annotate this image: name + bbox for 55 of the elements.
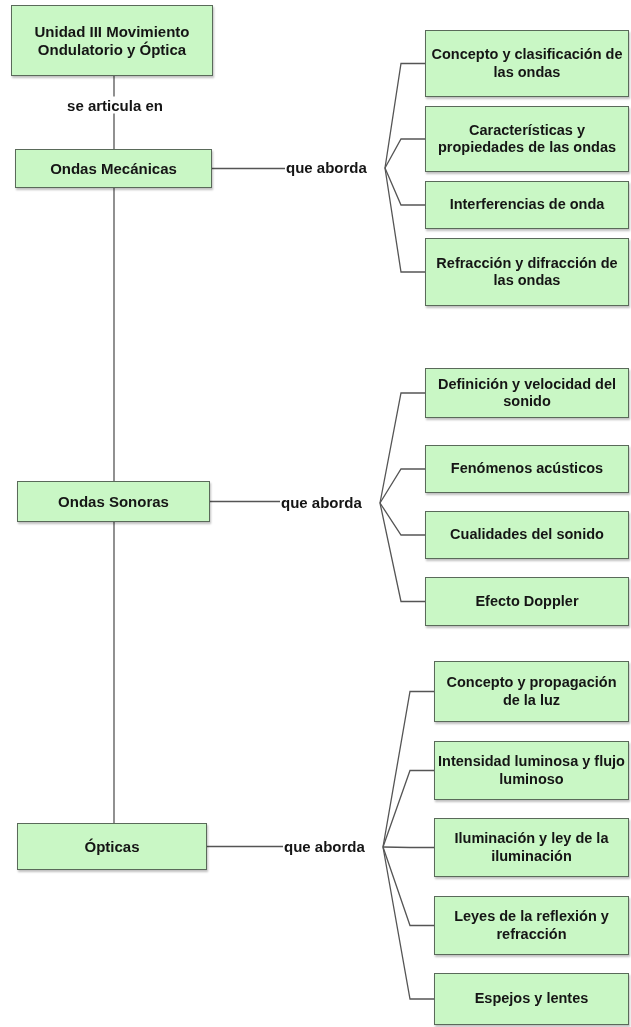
topic-box: [434, 973, 629, 1025]
topic-box: [425, 30, 629, 97]
topic-box: [425, 445, 629, 493]
box-label: Características y propiedades de las ondas: [436, 121, 618, 157]
box-label: Ópticas: [84, 837, 140, 856]
box-label: Concepto y clasificación de las ondas: [430, 46, 624, 81]
connector-line: [384, 167, 426, 273]
topic-box: [15, 149, 212, 188]
topic-box: [425, 181, 629, 229]
box-label: Leyes de la reflexión y refracción: [453, 908, 610, 943]
connector-line: [209, 500, 281, 503]
box-label: Efecto Doppler: [475, 592, 579, 611]
box-label: Definición y velocidad del sonido: [436, 375, 618, 411]
box-label: Fenómenos acústicos: [450, 460, 604, 478]
box-label: Cualidades del sonido: [450, 526, 604, 544]
topic-box: [425, 511, 629, 559]
connector-line: [384, 62, 426, 169]
connector-line: [379, 502, 426, 603]
connector-line: [382, 846, 435, 927]
connector-line: [379, 468, 426, 504]
linking-phrase: que aborda: [284, 838, 382, 856]
box-label: Interferencias de onda: [449, 196, 605, 214]
box-label: Ondas Sonoras: [58, 492, 169, 511]
topic-box: [425, 368, 629, 418]
topic-box: [17, 481, 210, 522]
connector-line: [113, 187, 115, 482]
topic-box: [434, 661, 629, 722]
box-label: Unidad III Movimiento Ondulatorio y Óptica: [33, 22, 191, 59]
linking-phrase: que aborda: [281, 494, 379, 512]
topic-box: [425, 106, 629, 172]
connector-line: [211, 167, 286, 170]
connector-line: [113, 521, 115, 824]
linking-phrase: que aborda: [286, 159, 384, 177]
box-label: Intensidad luminosa y flujo luminoso: [438, 753, 625, 788]
box-label: Refracción y difracción de las ondas: [435, 254, 619, 290]
edge-label: se articula en: [65, 96, 165, 113]
topic-box: [434, 896, 629, 955]
connector-line: [382, 846, 435, 1000]
connector-line: [379, 392, 426, 504]
connector-line: [384, 167, 426, 206]
connector-line: [206, 845, 284, 848]
topic-box: [425, 238, 629, 306]
connector-line: [384, 138, 426, 169]
topic-box: [434, 818, 629, 877]
topic-box: [11, 5, 213, 76]
connector-line: [382, 846, 435, 849]
box-label: Espejos y lentes: [474, 990, 589, 1008]
box-label: Concepto y propagación de la luz: [445, 674, 618, 709]
box-label: Ondas Mecánicas: [50, 159, 177, 178]
topic-box: [425, 577, 629, 626]
box-label: Iluminación y ley de la iluminación: [453, 830, 610, 865]
topic-box: [17, 823, 207, 870]
connector-line: [379, 502, 426, 536]
connector-line: [382, 769, 435, 848]
topic-box: [434, 741, 629, 800]
